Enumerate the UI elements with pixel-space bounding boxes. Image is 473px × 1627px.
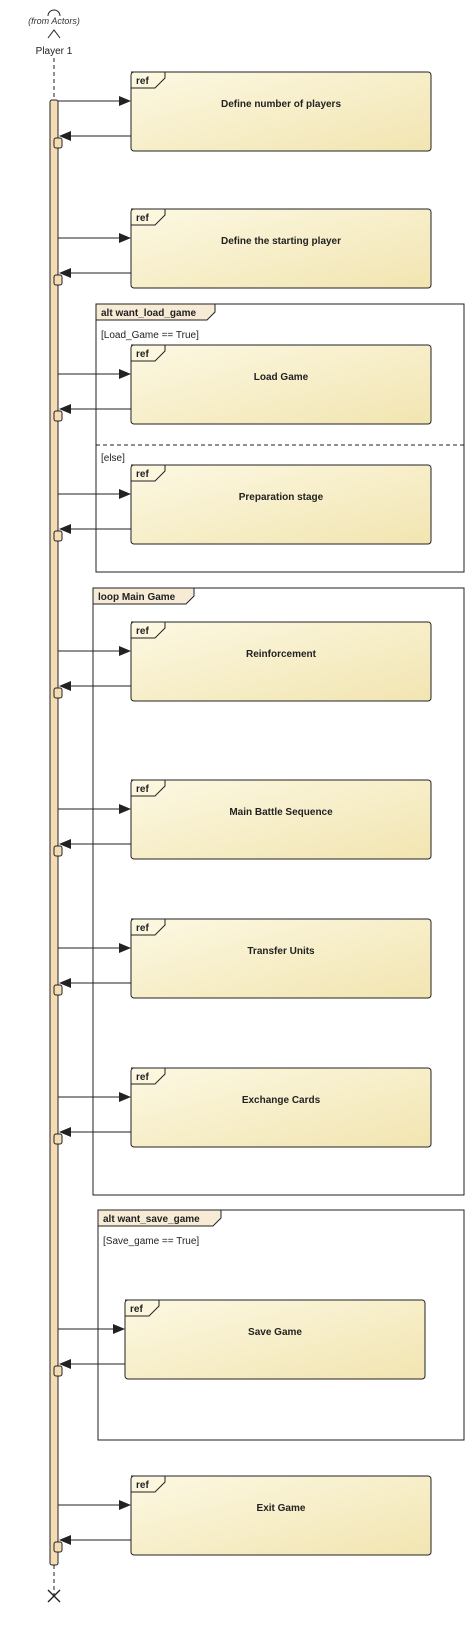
call-message-arrow[interactable]: [58, 943, 131, 953]
return-message-arrow[interactable]: [59, 524, 131, 534]
execution-occurrence: [53, 530, 63, 542]
fragment-alt-save-game[interactable]: alt want_save_game [Save_game == True]: [97, 1209, 465, 1441]
messages: [53, 96, 131, 1553]
call-message-arrow[interactable]: [58, 804, 131, 814]
ref-title: Reinforcement: [246, 649, 317, 660]
call-message-arrow[interactable]: [58, 1324, 125, 1334]
return-message-arrow[interactable]: [59, 131, 131, 141]
ref-title: Save Game: [248, 1327, 302, 1338]
ref-title: Exchange Cards: [242, 1095, 321, 1106]
return-message-arrow[interactable]: [59, 268, 131, 278]
ref-tag-label: ref: [136, 784, 149, 795]
execution-occurrence: [53, 410, 63, 422]
ref-tag-label: ref: [136, 213, 149, 224]
fragment-title: alt want_save_game: [103, 1214, 200, 1225]
return-message-arrow[interactable]: [59, 839, 131, 849]
execution-occurrence: [53, 1541, 63, 1553]
fragment-alt-load-game[interactable]: alt want_load_game [Load_Game == True] […: [95, 303, 465, 573]
actor-legs-icon: [47, 29, 61, 39]
ref-title: Define number of players: [221, 99, 341, 110]
ref-tag-label: ref: [136, 469, 149, 480]
actor-head-icon: [47, 9, 61, 17]
return-message-arrow[interactable]: [59, 681, 131, 691]
ref-title: Load Game: [254, 372, 309, 383]
ref-tag-label: ref: [136, 349, 149, 360]
call-message-arrow[interactable]: [58, 489, 131, 499]
return-message-arrow[interactable]: [59, 404, 131, 414]
execution-occurrence: [53, 1365, 63, 1377]
lifeline-destroy-icon: [47, 1589, 61, 1603]
guard-save-game-true: [Save_game == True]: [103, 1236, 199, 1247]
fragment-title: alt want_load_game: [101, 308, 196, 319]
execution-occurrence: [53, 137, 63, 149]
call-message-arrow[interactable]: [58, 369, 131, 379]
ref-tag-label: ref: [136, 923, 149, 934]
call-message-arrow[interactable]: [58, 1500, 131, 1510]
call-message-arrow[interactable]: [58, 1092, 131, 1102]
ref-tag-label: ref: [136, 1480, 149, 1491]
guard-else: [else]: [101, 453, 125, 464]
execution-occurrence: [53, 984, 63, 996]
fragment-title: loop Main Game: [98, 592, 176, 603]
return-message-arrow[interactable]: [59, 978, 131, 988]
ref-title: Define the starting player: [221, 236, 341, 247]
call-message-arrow[interactable]: [58, 646, 131, 656]
execution-occurrence: [53, 274, 63, 286]
call-message-arrow[interactable]: [58, 233, 131, 243]
ref-title: Main Battle Sequence: [229, 807, 333, 818]
fragment-loop-main-game[interactable]: loop Main Game: [92, 587, 465, 1196]
execution-occurrence: [53, 687, 63, 699]
actor-source-label: (from Actors): [28, 16, 80, 26]
return-message-arrow[interactable]: [59, 1359, 125, 1369]
ref-title: Exit Game: [257, 1503, 306, 1514]
ref-title: Transfer Units: [247, 946, 315, 957]
ref-tag-label: ref: [136, 1072, 149, 1083]
execution-occurrence: [53, 1133, 63, 1145]
return-message-arrow[interactable]: [59, 1127, 131, 1137]
lifeline-activation-bar[interactable]: [49, 99, 59, 1566]
ref-tag-label: ref: [136, 76, 149, 87]
execution-occurrence: [53, 845, 63, 857]
ref-tag-label: ref: [130, 1304, 143, 1315]
ref-tag-label: ref: [136, 626, 149, 637]
guard-load-game-true: [Load_Game == True]: [101, 330, 199, 341]
return-message-arrow[interactable]: [59, 1535, 131, 1545]
actor-name: Player 1: [36, 46, 73, 57]
call-message-arrow[interactable]: [58, 96, 131, 106]
ref-title: Preparation stage: [239, 492, 324, 503]
